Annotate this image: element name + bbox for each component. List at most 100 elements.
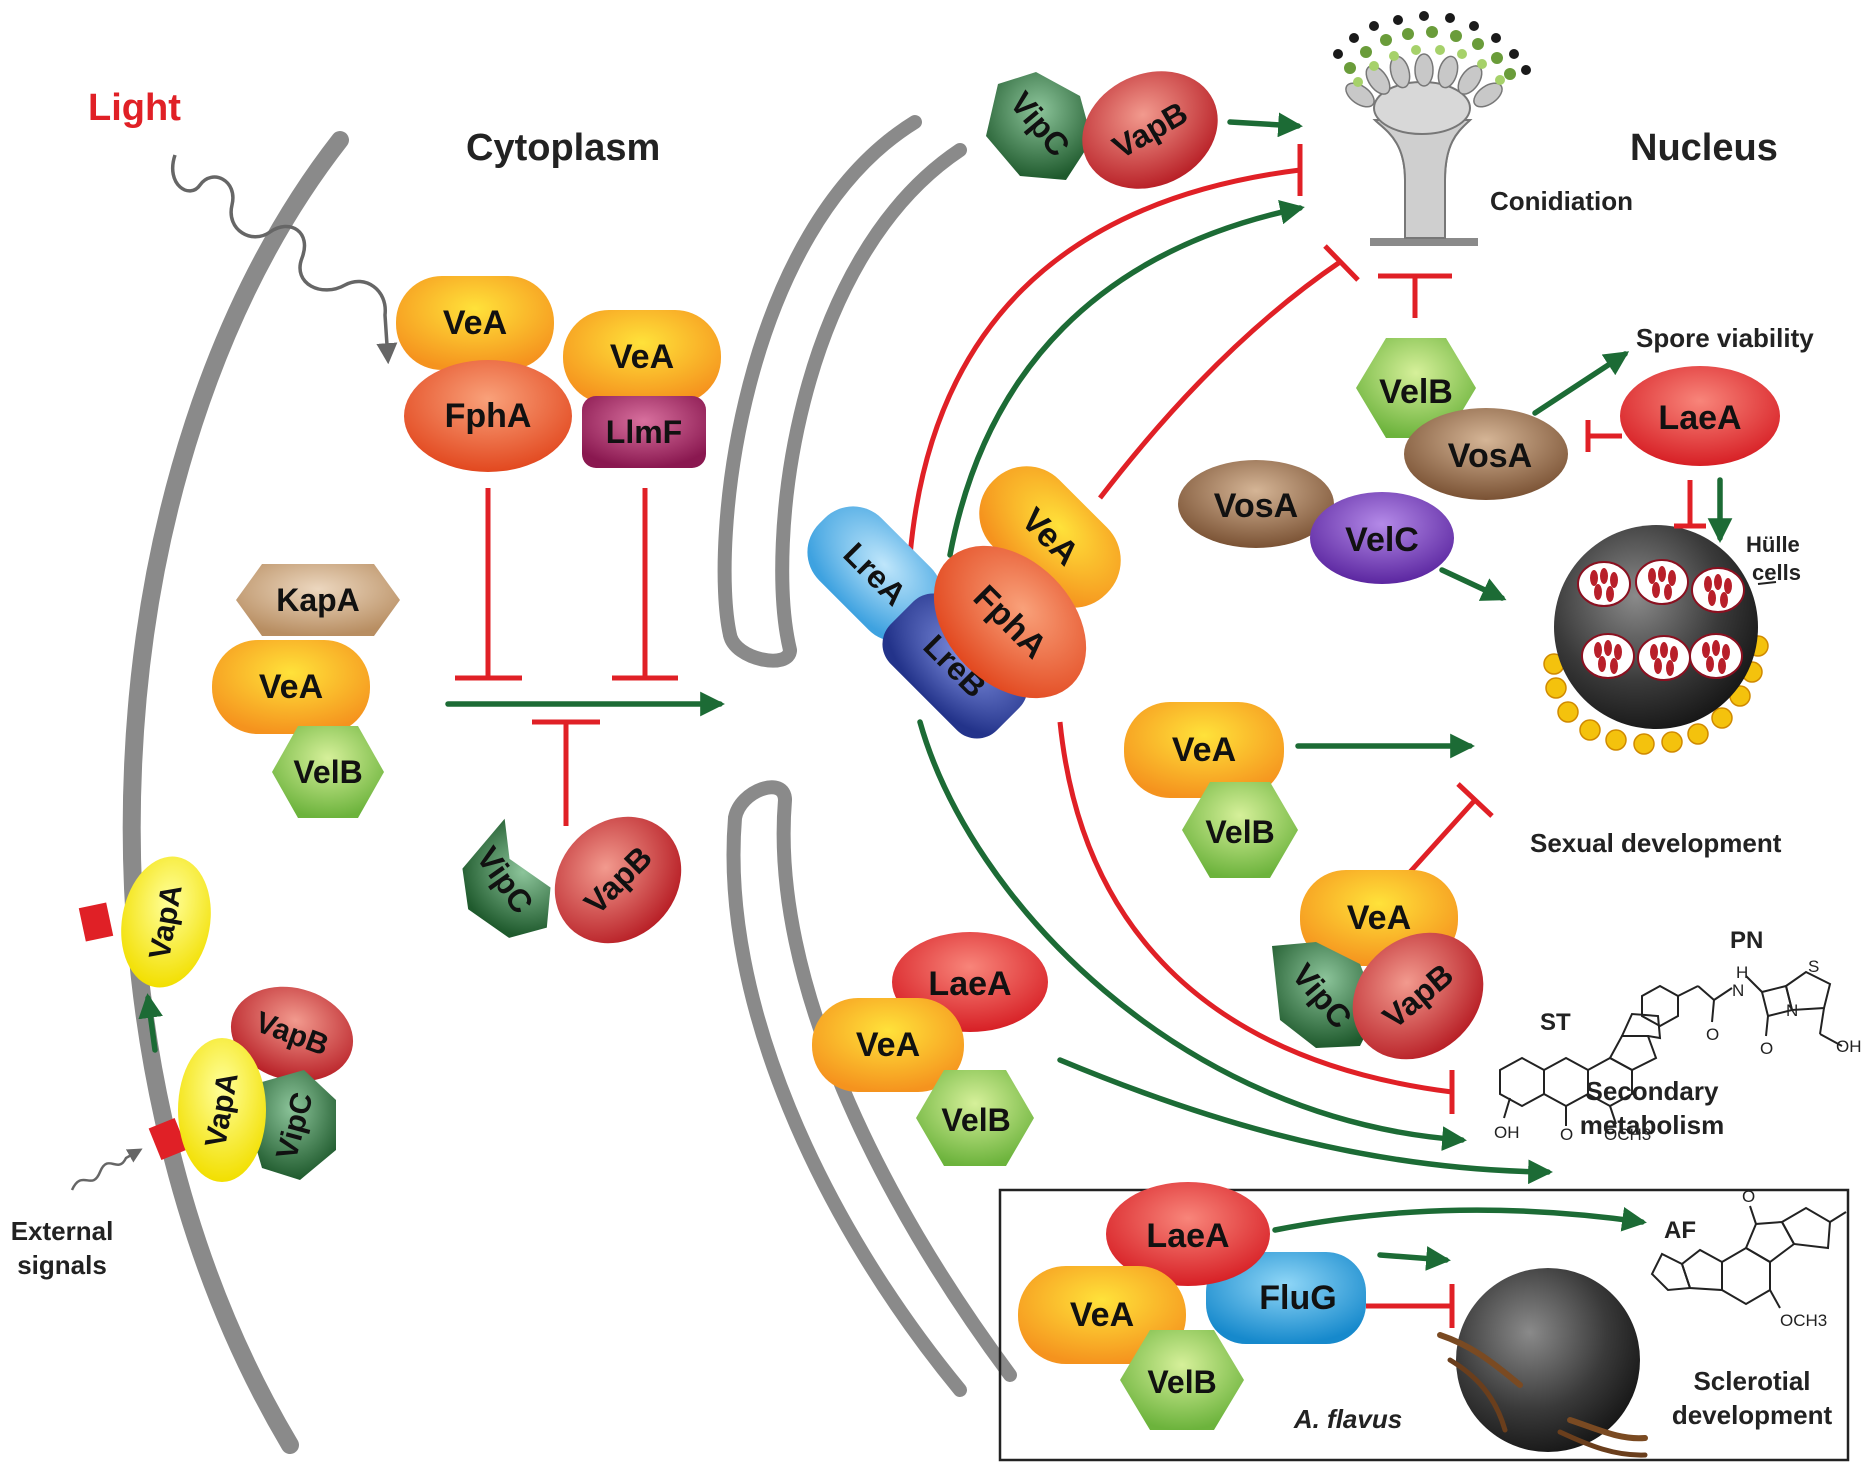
vea-label: VeA bbox=[1347, 899, 1411, 937]
sclerotial-development-line2: development bbox=[1672, 1400, 1833, 1430]
a-flavus-box bbox=[998, 1188, 1850, 1462]
af-o-label: O bbox=[1742, 1187, 1755, 1206]
velb-label: VelB bbox=[941, 1102, 1010, 1138]
vapb-protein bbox=[1082, 71, 1218, 189]
velb-vosa-complex: VelB VosA bbox=[1356, 338, 1568, 500]
pn-o1-label: O bbox=[1706, 1025, 1719, 1044]
velb-label: VelB bbox=[1379, 373, 1453, 411]
vipc-protein bbox=[462, 818, 551, 938]
vea-velb-sexual-complex: VeA VelB bbox=[1124, 702, 1298, 878]
spore-viability-label: Spore viability bbox=[1636, 323, 1814, 353]
sclerotial-development-line1: Sclerotial bbox=[1693, 1366, 1810, 1396]
vapa-translocation-arrow bbox=[138, 993, 163, 1053]
vapb-protein bbox=[1352, 932, 1484, 1060]
kapa-label: KapA bbox=[276, 582, 360, 618]
pn-o2-label: O bbox=[1760, 1039, 1773, 1058]
vea-protein bbox=[1018, 1266, 1186, 1364]
pn-n2-label: N bbox=[1786, 1001, 1798, 1020]
velb-label: VelB bbox=[293, 754, 362, 790]
vea-protein bbox=[396, 276, 554, 370]
velc-to-sexual-arrow bbox=[1439, 567, 1507, 601]
vea-protein bbox=[1124, 702, 1284, 798]
vea-llmf-complex: VeA LlmF bbox=[563, 310, 721, 468]
vea-vipc-vapb-complex-nucleus: VeA VipC VapB bbox=[1272, 870, 1484, 1060]
vea-protein bbox=[812, 998, 964, 1092]
pn-oh-label: OH bbox=[1836, 1037, 1862, 1056]
secondary-metabolism-line1: Secondary bbox=[1586, 1076, 1719, 1106]
external-signals-line1: External bbox=[11, 1216, 114, 1246]
vipc-vapb-complex-cytoplasm: VipC VapB bbox=[462, 816, 682, 944]
vea-label: VeA bbox=[856, 1026, 920, 1064]
vapa-membrane-protein: VapA bbox=[121, 856, 211, 988]
kapa-vea-velb-complex: KapA VeA VelB bbox=[212, 564, 400, 818]
conidiophore-icon bbox=[1333, 11, 1531, 246]
vea-label: VeA bbox=[1070, 1296, 1134, 1334]
cytoplasm-label: Cytoplasm bbox=[466, 127, 660, 169]
cell-membrane bbox=[78, 131, 349, 1454]
laea-protein bbox=[1620, 366, 1780, 466]
external-signal-arrow bbox=[70, 1148, 143, 1191]
conidiation-label: Conidiation bbox=[1490, 186, 1633, 216]
vipc-protein bbox=[986, 72, 1092, 180]
fpha-protein bbox=[933, 545, 1087, 699]
cleistothecium-icon bbox=[1543, 525, 1777, 755]
nucleus-label: Nucleus bbox=[1630, 127, 1778, 169]
vipc-vapb-to-conidiation-arrow bbox=[1227, 112, 1303, 138]
vea-protein bbox=[563, 310, 721, 404]
vosa-label: VosA bbox=[1448, 437, 1532, 475]
laea-nuclear: LaeA bbox=[1620, 366, 1780, 466]
light-signal-arrow bbox=[171, 154, 398, 365]
vea-label: VeA bbox=[1172, 731, 1236, 769]
nuclear-envelope bbox=[717, 115, 1017, 1397]
aflatoxin-structure bbox=[1650, 1205, 1847, 1309]
penicillin-structure bbox=[1641, 970, 1843, 1047]
vipc-vapb-complex-nucleus: VipC VapB bbox=[986, 71, 1218, 189]
vea-label: VeA bbox=[443, 304, 507, 342]
membrane-channel bbox=[148, 1117, 188, 1161]
sterigmatocystin-structure bbox=[1499, 1012, 1662, 1126]
fpha-protein bbox=[404, 360, 572, 472]
vosa-protein bbox=[1404, 408, 1568, 500]
laea-protein bbox=[1106, 1182, 1270, 1286]
a-flavus-label: A. flavus bbox=[1293, 1404, 1402, 1434]
sclerotium-icon bbox=[1437, 1268, 1648, 1458]
hulle-label-line1: Hülle bbox=[1746, 532, 1800, 557]
vapa-protein bbox=[178, 1038, 266, 1182]
vipc-protein bbox=[248, 1070, 336, 1180]
pn-s-label: S bbox=[1808, 957, 1819, 976]
pn-label: PN bbox=[1730, 927, 1763, 954]
laea-vea-velb-flug-complex: FluG LaeA VeA VelB bbox=[1018, 1182, 1366, 1430]
vosa-velc-complex: VosA VelC bbox=[1178, 460, 1454, 584]
laea-label: LaeA bbox=[1658, 399, 1741, 437]
velb-protein bbox=[272, 726, 384, 818]
laea-label: LaeA bbox=[1146, 1217, 1229, 1255]
vapa-vapb-vipc-complex: VapB VipC VapA bbox=[178, 986, 354, 1182]
vapb-protein bbox=[230, 986, 354, 1082]
velb-label: VelB bbox=[1205, 814, 1274, 850]
af-label: AF bbox=[1664, 1217, 1696, 1244]
vapa-protein bbox=[121, 856, 211, 988]
st-label: ST bbox=[1540, 1009, 1571, 1036]
sexual-development-label: Sexual development bbox=[1530, 828, 1782, 858]
laea-vea-velb-complex: LaeA VeA VelB bbox=[812, 932, 1048, 1166]
hulle-pointer bbox=[1757, 581, 1777, 585]
vea-label: VeA bbox=[610, 338, 674, 376]
external-signals-line2: signals bbox=[17, 1250, 107, 1280]
st-och3-label: OCH3 bbox=[1604, 1125, 1651, 1144]
lreb-to-secondary-arrow bbox=[917, 719, 1467, 1151]
light-label: Light bbox=[88, 87, 181, 129]
flug-to-sclerotia-arrow bbox=[1377, 1246, 1451, 1271]
vea-protein bbox=[212, 640, 370, 734]
velb-protein bbox=[1182, 782, 1298, 878]
vapb-protein bbox=[554, 816, 682, 944]
vosa-to-spore-viability-arrow bbox=[1532, 351, 1630, 416]
vosa-label: VosA bbox=[1214, 487, 1298, 525]
velb-protein bbox=[1356, 338, 1476, 438]
laea-complex-to-secondary-arrow bbox=[1057, 1057, 1553, 1185]
kapa-protein bbox=[236, 564, 400, 636]
vipc-protein bbox=[1272, 942, 1378, 1048]
flug-label: FluG bbox=[1259, 1279, 1336, 1317]
velb-label: VelB bbox=[1147, 1364, 1216, 1400]
velb-protein bbox=[1120, 1330, 1244, 1430]
